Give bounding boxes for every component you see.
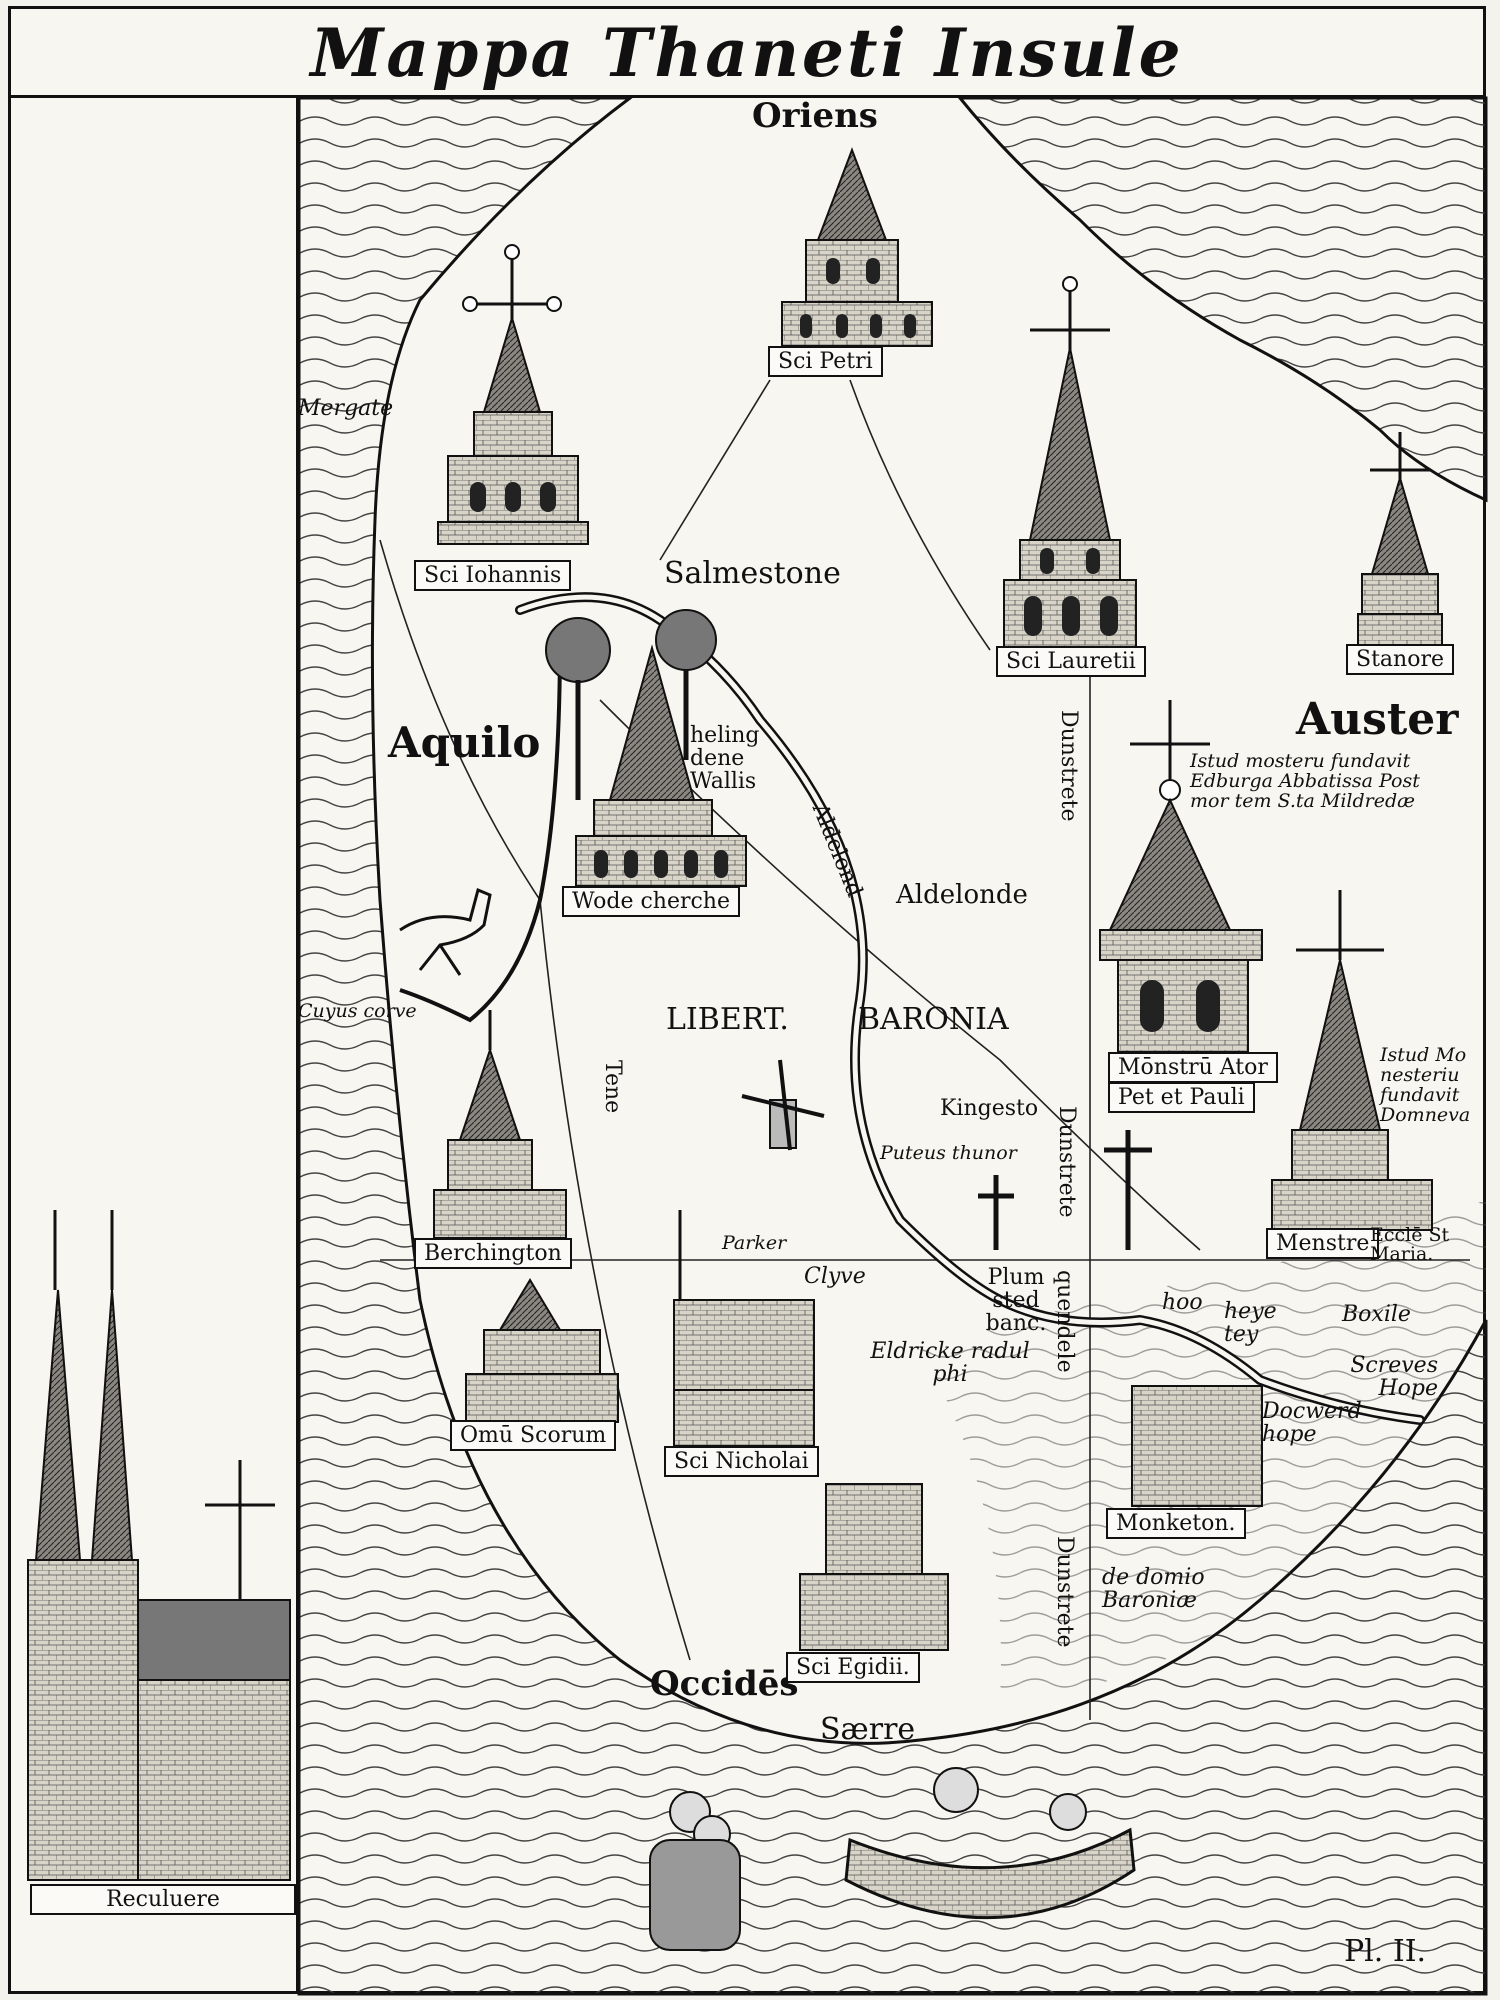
label-docwerd: Docwerd hope: [1262, 1399, 1362, 1448]
label-baronia: BARONIA: [858, 1002, 1009, 1037]
label-plum: Plum sted banc.: [985, 1265, 1047, 1337]
label-puteus: Puteus thunor: [880, 1142, 1017, 1164]
label-kingesto: Kingesto: [940, 1096, 1039, 1121]
note-edburga: Istud mosteru fundavit Edburga Abbatissa…: [1190, 750, 1420, 812]
church-sci-iohannis-drawing: [437, 244, 589, 545]
label-dunstrete-2: Dunstrete: [1054, 1106, 1079, 1218]
label-sci-egidii: Sci Egidii.: [786, 1652, 920, 1683]
plate-number: Pl. II.: [1344, 1934, 1427, 1969]
label-salmestone: Salmestone: [664, 556, 841, 591]
church-omu-scorum-drawing: [465, 1278, 619, 1423]
label-de-domio: de domio Baroniæ: [1102, 1565, 1205, 1614]
church-monketon-drawing: [1131, 1385, 1263, 1507]
label-sci-petri: Sci Petri: [768, 346, 883, 377]
label-eldricke: Eldricke radul phi: [870, 1339, 1030, 1388]
label-omu-scorum: Omū Scorum: [450, 1420, 617, 1451]
label-sci-lauretii: Sci Lauretii: [996, 646, 1146, 677]
label-berchington: Berchington: [414, 1238, 572, 1269]
church-sci-lauretii-drawing: [1003, 276, 1137, 653]
label-screves: Screves Hope: [1350, 1353, 1438, 1402]
label-sci-nicholai: Sci Nicholai: [664, 1446, 819, 1477]
label-dunstrete-3: Dunstrete: [1052, 1536, 1077, 1648]
church-reculuere-drawing: [27, 1210, 291, 1881]
label-menstre-note: Ecclē St Maria.: [1370, 1224, 1450, 1265]
label-north: Aquilo: [388, 718, 541, 767]
pilgrims-drawing: [649, 1791, 741, 1951]
church-sci-petri-drawing: [781, 147, 933, 347]
label-sci-iohannis: Sci Iohannis: [414, 560, 572, 591]
church-sci-nicholai-drawing: [673, 1210, 815, 1447]
windmill-drawing: [741, 1059, 825, 1151]
label-saerre: Særre: [820, 1712, 916, 1747]
label-cuyus: Cuyus corve: [298, 1000, 417, 1022]
map-title: Mappa Thaneti Insule: [310, 14, 1184, 92]
church-berchington-drawing: [433, 1010, 567, 1239]
label-libert: LIBERT.: [666, 1002, 789, 1037]
label-heye: heye tey: [1224, 1299, 1277, 1348]
label-reculuere: Reculuere: [30, 1884, 296, 1915]
label-stanore: Stanore: [1346, 644, 1454, 675]
church-minster-drawing: [1099, 700, 1263, 1053]
label-parker: Parker: [722, 1232, 787, 1254]
label-dunstrete-1: Dunstrete: [1056, 710, 1081, 822]
label-aldelonde: Aldelonde: [896, 880, 1028, 910]
label-heling: heling dene Wallis: [690, 723, 760, 795]
label-monstru: Mōnstrū Ator: [1108, 1052, 1278, 1083]
label-west: Occidēs: [650, 1664, 799, 1704]
sea-water: [297, 96, 1488, 1996]
label-tene: Tene: [600, 1060, 625, 1114]
label-monketon: Monketon.: [1106, 1508, 1246, 1539]
label-menstre: Menstre: [1266, 1228, 1380, 1259]
boat-drawing: [844, 1767, 1136, 1920]
church-sci-egidii-drawing: [799, 1483, 949, 1651]
label-hoo: hoo: [1162, 1290, 1203, 1315]
wayside-cross-drawing: [978, 1130, 1152, 1250]
label-east: Oriens: [752, 96, 878, 136]
note-domneva: Istud Mo nesteriu fundavit Domneva: [1380, 1044, 1471, 1126]
deer-drawing: [399, 887, 492, 976]
church-wode-cherche-drawing: [545, 609, 747, 887]
label-boxile: Boxile: [1342, 1302, 1411, 1327]
church-menstre-drawing: [1271, 890, 1433, 1231]
label-mergate: Mergate: [298, 396, 394, 421]
church-stanore-drawing: [1357, 432, 1443, 649]
label-quendele: quendele: [1052, 1270, 1077, 1373]
title-bar: Mappa Thaneti Insule: [8, 6, 1486, 98]
label-wode-cherche: Wode cherche: [562, 886, 740, 917]
label-clyve: Clyve: [804, 1264, 866, 1289]
label-south: Auster: [1296, 694, 1459, 745]
label-pet-pauli: Pet et Pauli: [1108, 1082, 1255, 1113]
